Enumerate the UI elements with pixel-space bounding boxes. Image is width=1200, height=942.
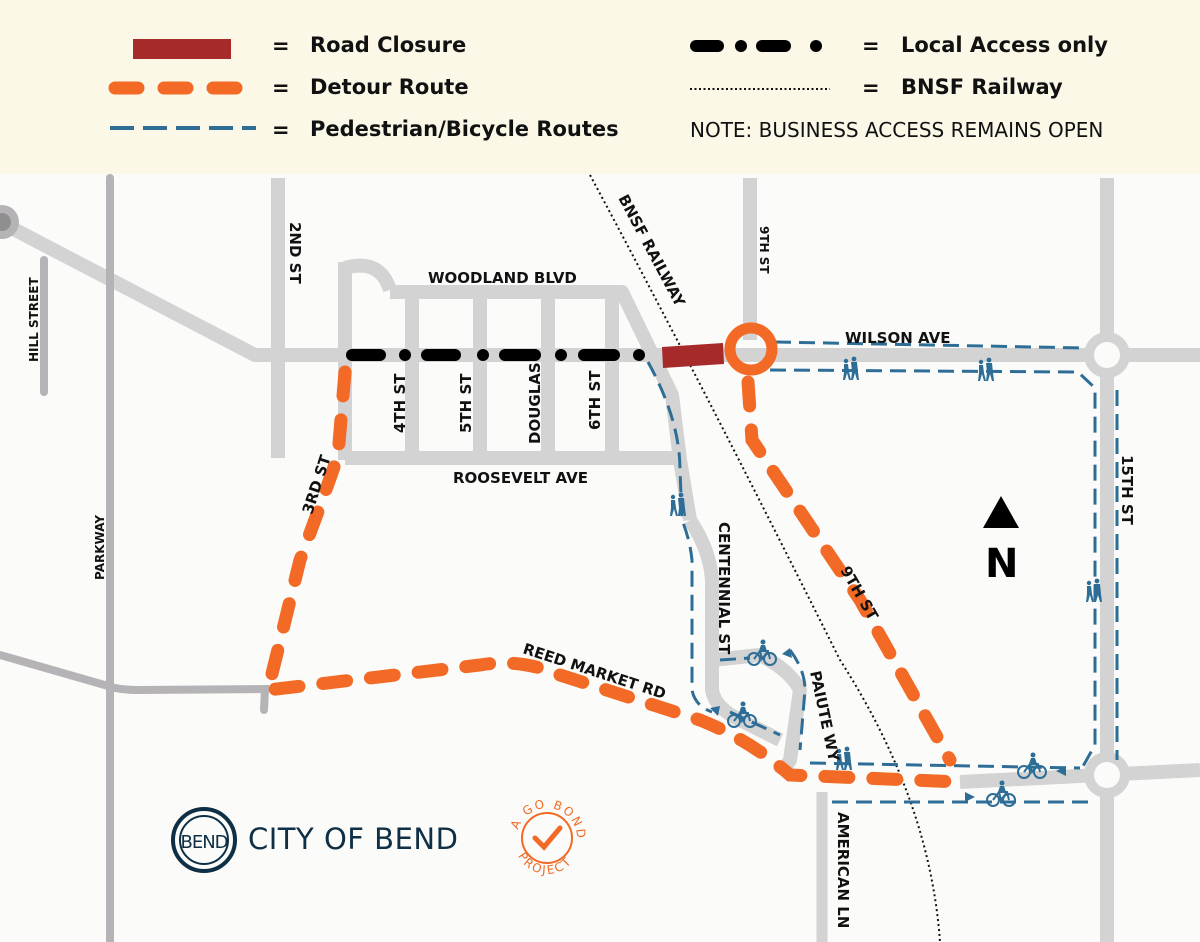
legend-local-access-label: Local Access only	[901, 33, 1108, 57]
label-9th-st-north: 9TH ST	[757, 226, 771, 274]
equals-sign: =	[272, 76, 290, 100]
city-of-bend-wordmark: CITY OF BEND	[248, 822, 459, 856]
label-4th-st: 4TH ST	[391, 373, 409, 433]
legend-bnsf-label: BNSF Railway	[901, 75, 1063, 99]
arrow-west-icon	[1056, 766, 1066, 776]
label-2nd-st: 2ND ST	[286, 222, 304, 284]
detour-route-line	[259, 365, 967, 789]
label-wilson-ave: WILSON AVE	[845, 329, 950, 347]
go-bond-project-badge: A GO BOND PROJECT	[508, 797, 589, 878]
label-reed-market-rd: REED MARKET RD	[521, 640, 668, 703]
north-label: N	[985, 541, 1018, 587]
road-network	[0, 178, 1200, 942]
bnsf-railway-swatch	[690, 88, 830, 90]
road-centennial-st	[684, 516, 784, 747]
road-closure-block	[662, 343, 724, 368]
legend-road-closure-label: Road Closure	[310, 33, 467, 57]
map-legend: = Road Closure = Detour Route = Pedestri…	[0, 0, 1200, 174]
svg-text:A GO BOND: A GO BOND	[508, 797, 589, 841]
equals-sign: =	[862, 34, 880, 58]
bnsf-railway-line	[589, 174, 941, 942]
road-woodland-curve	[343, 258, 397, 293]
detour-route-swatch	[108, 81, 252, 95]
label-9th-st-south: 9TH ST	[837, 563, 883, 624]
local-access-line	[346, 349, 645, 361]
label-hill-street: HILL STREET	[27, 277, 41, 362]
road-reed-market-west	[0, 651, 270, 714]
arrow-east-icon	[965, 792, 975, 802]
ped-bike-route-swatch	[110, 126, 256, 130]
city-of-bend-seal-icon: BEND	[171, 807, 237, 873]
north-arrow-icon	[983, 496, 1019, 528]
arrow-north-icon	[782, 648, 792, 658]
svg-text:BEND: BEND	[180, 832, 227, 853]
label-5th-st: 5TH ST	[457, 373, 475, 433]
road-reed-market-east	[959, 763, 1200, 789]
label-american-ln: AMERICAN LN	[834, 812, 852, 928]
label-paiute-wy: PAIUTE WY	[806, 669, 843, 764]
equals-sign: =	[272, 34, 290, 58]
label-6th-st: 6TH ST	[586, 370, 604, 430]
label-15th-st: 15TH ST	[1118, 455, 1136, 526]
label-douglas: DOUGLAS	[526, 362, 544, 444]
roundabout-9th-wilson	[724, 322, 778, 376]
local-access-swatch	[690, 40, 822, 52]
equals-sign: =	[272, 118, 290, 142]
road-closure-swatch	[133, 39, 231, 59]
equals-sign: =	[862, 76, 880, 100]
arrow-southeast-icon	[710, 706, 720, 716]
label-centennial-st: CENTENNIAL ST	[715, 522, 733, 655]
legend-ped-bike-label: Pedestrian/Bicycle Routes	[310, 117, 619, 141]
label-woodland-blvd: WOODLAND BLVD	[428, 269, 577, 287]
legend-detour-label: Detour Route	[310, 75, 469, 99]
label-parkway: PARKWAY	[93, 515, 107, 580]
business-access-note: NOTE: BUSINESS ACCESS REMAINS OPEN	[690, 118, 1104, 142]
label-roosevelt-ave: ROOSEVELT AVE	[453, 469, 588, 487]
